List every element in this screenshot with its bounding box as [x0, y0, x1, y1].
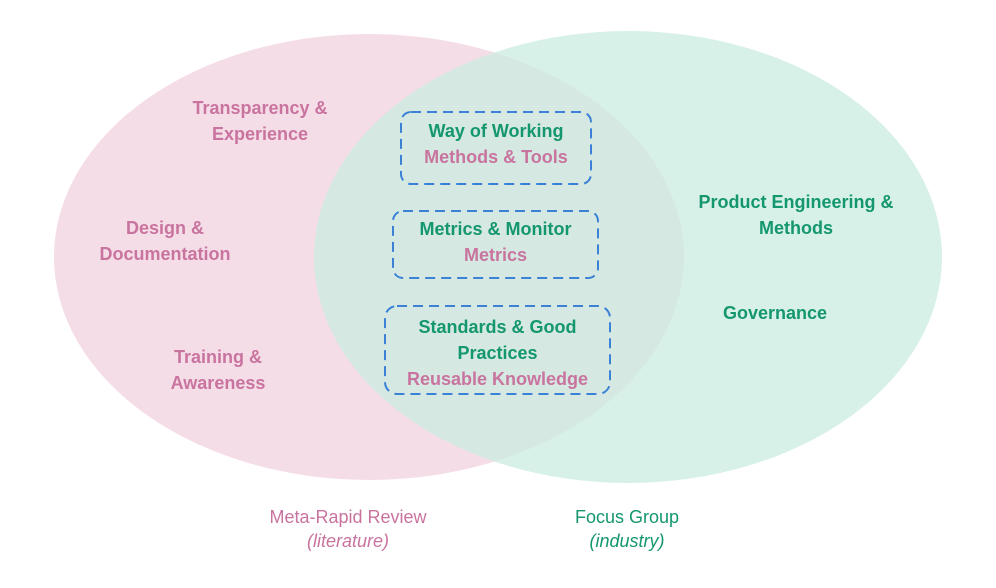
dashed-box-way-of-working: [400, 111, 592, 185]
overlap-item-standards: Standards & Good Practices Reusable Know…: [385, 314, 610, 392]
industry-circle: [314, 31, 942, 483]
caption-industry-subtitle: (industry): [589, 531, 665, 551]
caption-industry: Focus Group (industry): [507, 505, 747, 553]
overlap-literature-label: Metrics: [463, 245, 528, 265]
overlap-industry-label: Standards & Good Practices: [418, 317, 577, 363]
label-product-engineering-methods: Product Engineering & Methods: [698, 192, 894, 238]
caption-industry-title: Focus Group: [574, 507, 680, 527]
overlap-industry-label: Metrics & Monitor: [419, 219, 572, 239]
overlap-literature-label: Reusable Knowledge: [406, 369, 589, 389]
dashed-box-standards: [384, 305, 611, 395]
caption-literature-title: Meta-Rapid Review: [269, 507, 427, 527]
dashed-box-metrics: [392, 210, 599, 279]
caption-literature-subtitle: (literature): [306, 531, 390, 551]
overlap-item-way-of-working: Way of Working Methods & Tools: [401, 118, 591, 170]
label-training-awareness: Training & Awareness: [170, 347, 266, 393]
label-transparency-experience: Transparency & Experience: [192, 98, 328, 144]
overlap-industry-label: Way of Working: [428, 121, 564, 141]
label-governance: Governance: [722, 303, 828, 323]
overlap-item-metrics: Metrics & Monitor Metrics: [393, 216, 598, 268]
label-design-documentation: Design & Documentation: [99, 218, 231, 264]
overlap-literature-label: Methods & Tools: [424, 147, 568, 167]
caption-literature: Meta-Rapid Review (literature): [228, 505, 468, 553]
